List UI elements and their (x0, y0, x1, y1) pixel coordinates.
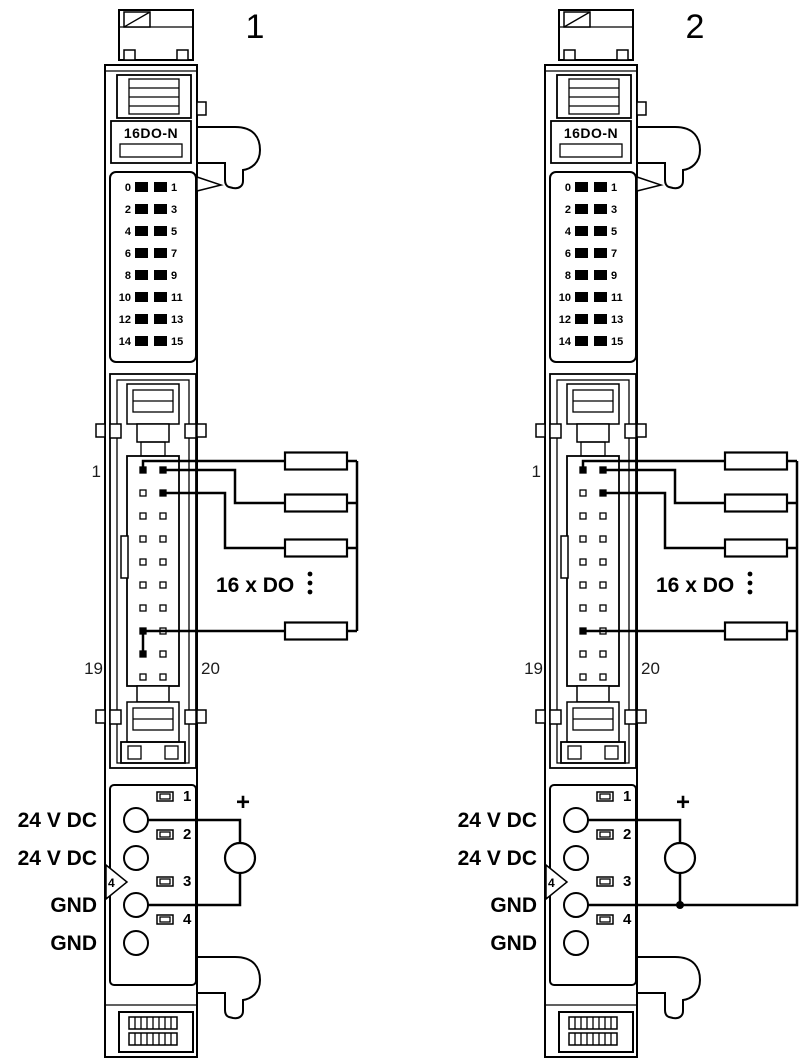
wire (680, 631, 799, 907)
variant-number-1: 1 (246, 8, 265, 46)
variant2-external-return (676, 631, 799, 909)
variant1-internal-return (139, 631, 147, 658)
junction-dot (676, 901, 684, 909)
module-variant-2 (458, 10, 797, 1057)
variant-number-2: 2 (686, 8, 705, 46)
module-variant-1 (18, 10, 357, 1057)
junction-dot (139, 650, 147, 658)
